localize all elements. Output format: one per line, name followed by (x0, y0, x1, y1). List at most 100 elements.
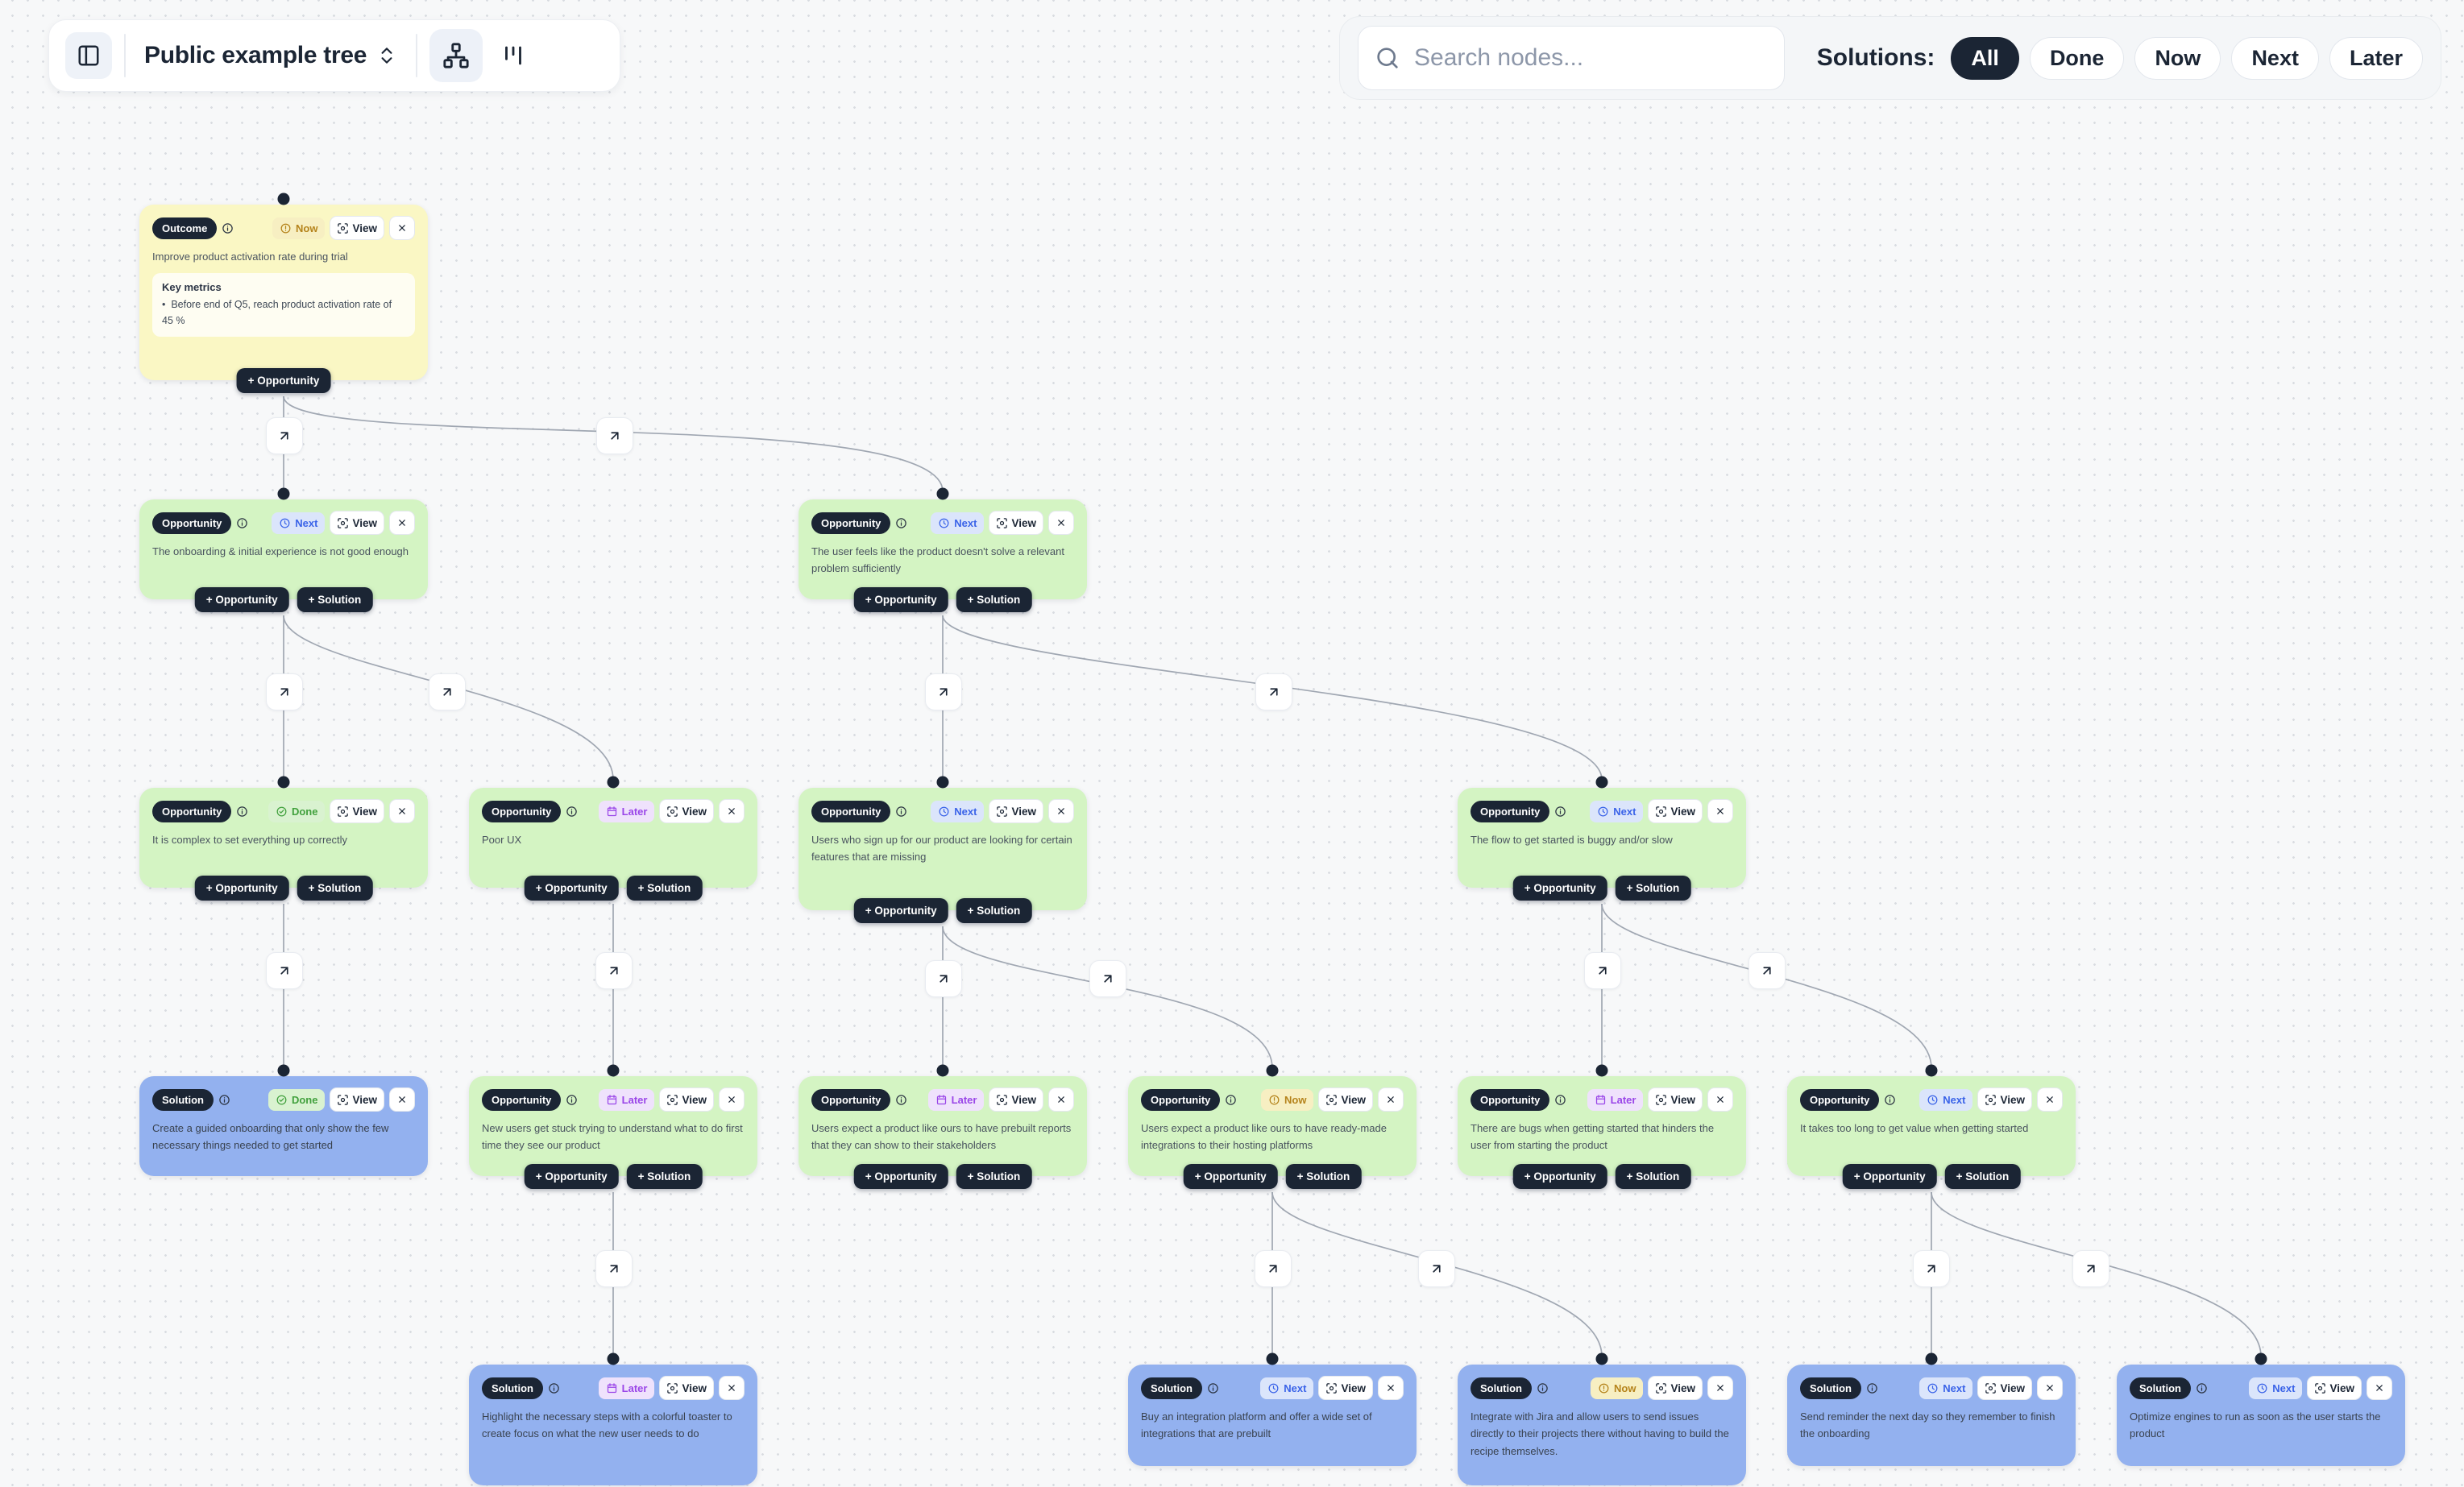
tree-node-opp-ready-integrations[interactable]: Opportunity Now View Users expect a prod… (1128, 1064, 1417, 1189)
solutions-filter-later[interactable]: Later (2329, 36, 2423, 80)
edge-jump-button[interactable] (1584, 952, 1621, 989)
view-button[interactable]: View (1648, 1087, 1703, 1112)
close-button[interactable] (719, 1087, 745, 1112)
tree-node-sol-reminder[interactable]: Solution Next View Send reminder the nex… (1787, 1352, 2076, 1466)
add-solution-button[interactable]: + Solution (956, 1164, 1032, 1189)
solutions-filter-all[interactable]: All (1951, 36, 2019, 80)
search-box[interactable] (1358, 26, 1785, 90)
tree-node-opp-too-long[interactable]: Opportunity Next View It takes too long … (1787, 1064, 2076, 1189)
tree-node-opp-features-missing[interactable]: Opportunity Next View Users who sign up … (799, 776, 1087, 923)
view-button[interactable]: View (989, 511, 1043, 535)
view-button[interactable]: View (659, 1087, 714, 1112)
add-opportunity-button[interactable]: + Opportunity (1512, 876, 1607, 901)
edge-jump-button[interactable] (1255, 673, 1292, 710)
add-solution-button[interactable]: + Solution (1285, 1164, 1362, 1189)
sidebar-toggle-button[interactable] (65, 32, 112, 79)
close-button[interactable] (389, 216, 415, 240)
search-input[interactable] (1412, 43, 1768, 72)
kanban-view-button[interactable] (495, 41, 532, 70)
close-button[interactable] (2367, 1376, 2392, 1400)
view-button[interactable]: View (330, 1087, 384, 1112)
edge-jump-button[interactable] (925, 960, 962, 997)
tree-selector[interactable]: Public example tree (138, 42, 404, 69)
add-solution-button[interactable]: + Solution (297, 876, 373, 901)
tree-node-opp-relevant-problem[interactable]: Opportunity Next View The user feels lik… (799, 487, 1087, 612)
close-button[interactable] (2037, 1376, 2063, 1400)
tree-node-opp-poor-ux[interactable]: Opportunity Later View Poor UX + Opportu… (469, 776, 757, 901)
tree-node-opp-flow-buggy[interactable]: Opportunity Next View The flow to get st… (1458, 776, 1746, 901)
edge-jump-button[interactable] (925, 673, 962, 710)
add-opportunity-button[interactable]: + Opportunity (524, 876, 619, 901)
edge-jump-button[interactable] (1089, 960, 1126, 997)
close-button[interactable] (1707, 1087, 1733, 1112)
tree-node-opp-complex-setup[interactable]: Opportunity Done View It is complex to s… (139, 776, 428, 901)
add-solution-button[interactable]: + Solution (297, 587, 373, 612)
add-opportunity-button[interactable]: + Opportunity (194, 587, 289, 612)
close-button[interactable] (1048, 511, 1074, 535)
add-opportunity-button[interactable]: + Opportunity (194, 876, 289, 901)
view-button[interactable]: View (1648, 1376, 1703, 1400)
edge-jump-button[interactable] (595, 952, 633, 989)
add-opportunity-button[interactable]: + Opportunity (1512, 1164, 1607, 1189)
close-button[interactable] (389, 511, 415, 535)
add-solution-button[interactable]: + Solution (956, 898, 1032, 923)
view-button[interactable]: View (1318, 1376, 1373, 1400)
view-button[interactable]: View (1318, 1087, 1373, 1112)
edge-jump-button[interactable] (2072, 1250, 2109, 1287)
view-button[interactable]: View (659, 799, 714, 823)
edge-jump-button[interactable] (266, 417, 303, 454)
solutions-filter-done[interactable]: Done (2029, 36, 2125, 80)
view-button[interactable]: View (1977, 1376, 2032, 1400)
add-opportunity-button[interactable]: + Opportunity (853, 587, 948, 612)
tree-node-opp-bugs-start[interactable]: Opportunity Later View There are bugs wh… (1458, 1064, 1746, 1189)
add-solution-button[interactable]: + Solution (1944, 1164, 2021, 1189)
edge-jump-button[interactable] (1255, 1250, 1292, 1287)
view-button[interactable]: View (659, 1376, 714, 1400)
tree-node-opp-onboarding[interactable]: Opportunity Next View The onboarding & i… (139, 487, 428, 612)
close-button[interactable] (1378, 1376, 1404, 1400)
tree-node-opp-users-stuck[interactable]: Opportunity Later View New users get stu… (469, 1064, 757, 1189)
view-button[interactable]: View (2307, 1376, 2362, 1400)
close-button[interactable] (1048, 1087, 1074, 1112)
tree-node-outcome-trial-activation[interactable]: Outcome Now View Improve product activat… (139, 193, 428, 393)
close-button[interactable] (389, 1087, 415, 1112)
edge-jump-button[interactable] (1748, 952, 1786, 989)
add-opportunity-button[interactable]: + Opportunity (853, 898, 948, 923)
view-button[interactable]: View (1977, 1087, 2032, 1112)
close-button[interactable] (1378, 1087, 1404, 1112)
add-solution-button[interactable]: + Solution (1615, 1164, 1691, 1189)
close-button[interactable] (719, 799, 745, 823)
tree-node-sol-engines[interactable]: Solution Next View Optimize engines to r… (2117, 1352, 2405, 1466)
solutions-filter-now[interactable]: Now (2134, 36, 2221, 80)
edge-jump-button[interactable] (266, 952, 303, 989)
tree-node-sol-toaster[interactable]: Solution Later View Highlight the necess… (469, 1352, 757, 1485)
add-solution-button[interactable]: + Solution (1615, 876, 1691, 901)
add-opportunity-button[interactable]: + Opportunity (853, 1164, 948, 1189)
tree-node-sol-guided-onboarding[interactable]: Solution Done View Create a guided onboa… (139, 1064, 428, 1176)
edge-jump-button[interactable] (1913, 1250, 1950, 1287)
tree-view-button[interactable] (429, 29, 483, 82)
add-solution-button[interactable]: + Solution (626, 1164, 703, 1189)
add-opportunity-button[interactable]: + Opportunity (236, 368, 331, 393)
close-button[interactable] (1707, 799, 1733, 823)
view-button[interactable]: View (1648, 799, 1703, 823)
edge-jump-button[interactable] (596, 417, 633, 454)
edge-jump-button[interactable] (595, 1250, 633, 1287)
add-solution-button[interactable]: + Solution (626, 876, 703, 901)
view-button[interactable]: View (330, 799, 384, 823)
add-opportunity-button[interactable]: + Opportunity (1842, 1164, 1937, 1189)
close-button[interactable] (1048, 799, 1074, 823)
edge-jump-button[interactable] (1418, 1250, 1455, 1287)
edge-jump-button[interactable] (429, 673, 466, 710)
close-button[interactable] (719, 1376, 745, 1400)
solutions-filter-next[interactable]: Next (2231, 36, 2319, 80)
tree-node-opp-prebuilt-reports[interactable]: Opportunity Later View Users expect a pr… (799, 1064, 1087, 1189)
view-button[interactable]: View (330, 511, 384, 535)
close-button[interactable] (1707, 1376, 1733, 1400)
add-opportunity-button[interactable]: + Opportunity (524, 1164, 619, 1189)
tree-node-sol-jira[interactable]: Solution Now View Integrate with Jira an… (1458, 1352, 1746, 1485)
edge-jump-button[interactable] (266, 673, 303, 710)
tree-node-sol-integration-platform[interactable]: Solution Next View Buy an integration pl… (1128, 1352, 1417, 1466)
view-button[interactable]: View (989, 1087, 1043, 1112)
